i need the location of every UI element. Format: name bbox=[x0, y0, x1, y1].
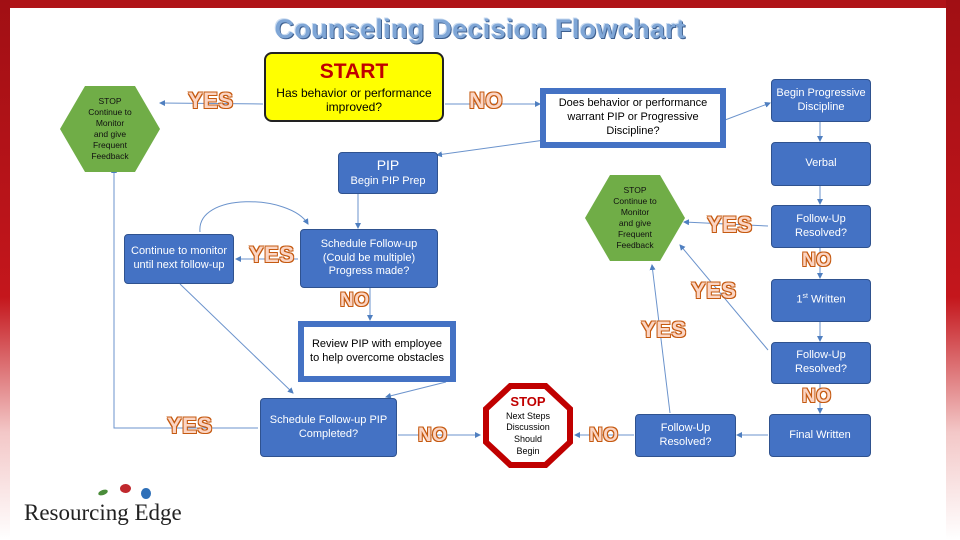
stop-left-line: and give bbox=[93, 129, 127, 139]
follow-up-resolved-2-box: Follow-Up Resolved? bbox=[771, 342, 871, 384]
follow-up-resolved-1-box: Follow-Up Resolved? bbox=[771, 205, 871, 248]
yes-label: YES bbox=[167, 413, 213, 438]
first-written-box: 1st Written bbox=[771, 279, 871, 322]
review-pip-box: Review PIP with employee to help overcom… bbox=[298, 321, 456, 382]
stop-octagon: STOP Next Steps Discussion Should Begin bbox=[489, 389, 567, 462]
pip-subtitle: Begin PIP Prep bbox=[350, 174, 426, 187]
no-label: NO bbox=[589, 425, 619, 446]
stop-right-line: Monitor bbox=[620, 206, 650, 217]
yes-label: YES bbox=[249, 242, 295, 267]
stop-left-line: Frequent bbox=[92, 140, 128, 151]
arrow-start-to-stop bbox=[159, 100, 264, 107]
warrant-question-box: Does behavior or performance warrant PIP… bbox=[540, 88, 726, 148]
pip-title: PIP bbox=[376, 157, 400, 174]
yes-label: YES bbox=[188, 88, 234, 113]
stop-octagon-heading: STOP bbox=[510, 393, 546, 409]
stop-left-line: STOP bbox=[98, 95, 122, 106]
begin-progressive-box: Begin Progressive Discipline bbox=[771, 79, 871, 122]
stop-right-line: Continue to bbox=[613, 195, 657, 206]
no-label: NO bbox=[802, 250, 832, 271]
follow-up-resolved-3-text: Follow-Up Resolved? bbox=[659, 421, 712, 448]
arrow-completed-to-stop-left bbox=[111, 167, 258, 429]
stop-octagon-line: Next Steps bbox=[505, 410, 551, 421]
arrow-warrant-to-pip bbox=[436, 139, 546, 158]
follow-up-resolved-2-text: Follow-Up Resolved? bbox=[795, 349, 847, 375]
stop-right-line: Feedback bbox=[616, 240, 654, 251]
resourcing-edge-logo: Resourcing Edge bbox=[20, 480, 230, 530]
start-heading: START bbox=[319, 59, 389, 83]
page-title: Counseling Decision Flowchart bbox=[274, 14, 686, 44]
stop-octagon-line: Discussion bbox=[506, 422, 550, 433]
stop-left-line: Continue to bbox=[88, 106, 132, 117]
start-box: START Has behavior or performance improv… bbox=[264, 52, 444, 122]
logo-dot-red bbox=[120, 484, 131, 493]
arrow-followup1-to-stop bbox=[683, 219, 769, 227]
schedule-followup-text: Schedule Follow-up (Could be multiple) P… bbox=[320, 237, 418, 278]
stop-right-line: and give bbox=[618, 218, 652, 228]
first-written-sup: st bbox=[802, 293, 808, 301]
no-label: NO bbox=[469, 88, 503, 113]
stop-octagon-line: Should bbox=[513, 433, 543, 444]
stop-right-line: Frequent bbox=[617, 229, 653, 240]
stop-right-line: STOP bbox=[623, 184, 647, 195]
verbal-box: Verbal bbox=[771, 142, 871, 186]
start-question: Has behavior or performance improved? bbox=[276, 85, 432, 114]
arrow-continue-to-completed bbox=[179, 283, 294, 394]
begin-progressive-text: Begin Progressive Discipline bbox=[776, 86, 866, 113]
first-written-num: 1 bbox=[796, 293, 803, 306]
follow-up-resolved-3-box: Follow-Up Resolved? bbox=[635, 414, 736, 457]
loop-arrow bbox=[199, 201, 309, 233]
verbal-text: Verbal bbox=[805, 157, 837, 170]
final-written-box: Final Written bbox=[769, 414, 871, 457]
logo-dot-green bbox=[97, 488, 109, 497]
arrow-followup3-to-stop bbox=[649, 264, 671, 414]
follow-up-resolved-1-text: Follow-Up Resolved? bbox=[795, 212, 847, 239]
stop-left-line: Monitor bbox=[95, 117, 125, 128]
schedule-followup-box: Schedule Follow-up (Could be multiple) P… bbox=[300, 229, 438, 288]
right-border bbox=[946, 0, 960, 540]
yes-label: YES bbox=[641, 317, 687, 342]
yes-label: YES bbox=[691, 278, 737, 303]
review-pip-text: Review PIP with employee to help overcom… bbox=[310, 337, 444, 364]
first-written-rest: Written bbox=[807, 293, 846, 306]
continue-monitor-box: Continue to monitor until next follow-up bbox=[124, 234, 234, 284]
continue-monitor-text: Continue to monitor until next follow-up bbox=[131, 245, 227, 271]
left-border bbox=[0, 0, 10, 540]
schedule-completed-text: Schedule Follow-up PIP Completed? bbox=[269, 413, 388, 440]
stop-right-hexagon: STOP Continue to Monitor and give Freque… bbox=[585, 175, 685, 261]
first-written-text: 1st Written bbox=[796, 293, 845, 307]
pip-box: PIP Begin PIP Prep bbox=[338, 152, 438, 194]
arrow-review-to-completed bbox=[385, 381, 447, 399]
final-written-text: Final Written bbox=[789, 428, 851, 441]
schedule-completed-box: Schedule Follow-up PIP Completed? bbox=[260, 398, 397, 457]
yes-label: YES bbox=[707, 212, 753, 237]
stop-octagon-line: Begin bbox=[516, 445, 540, 456]
no-label: NO bbox=[418, 425, 448, 446]
warrant-text: Does behavior or performance warrant PIP… bbox=[558, 97, 708, 137]
no-label: NO bbox=[802, 386, 832, 407]
arrow-followup2-to-stop bbox=[679, 244, 769, 351]
logo-dot-blue bbox=[141, 488, 151, 499]
arrow-warrant-to-progressive bbox=[724, 101, 771, 121]
stop-left-line: Feedback bbox=[91, 151, 129, 162]
top-border bbox=[0, 0, 960, 8]
no-label: NO bbox=[340, 290, 370, 311]
logo-text: Resourcing Edge bbox=[24, 500, 182, 525]
